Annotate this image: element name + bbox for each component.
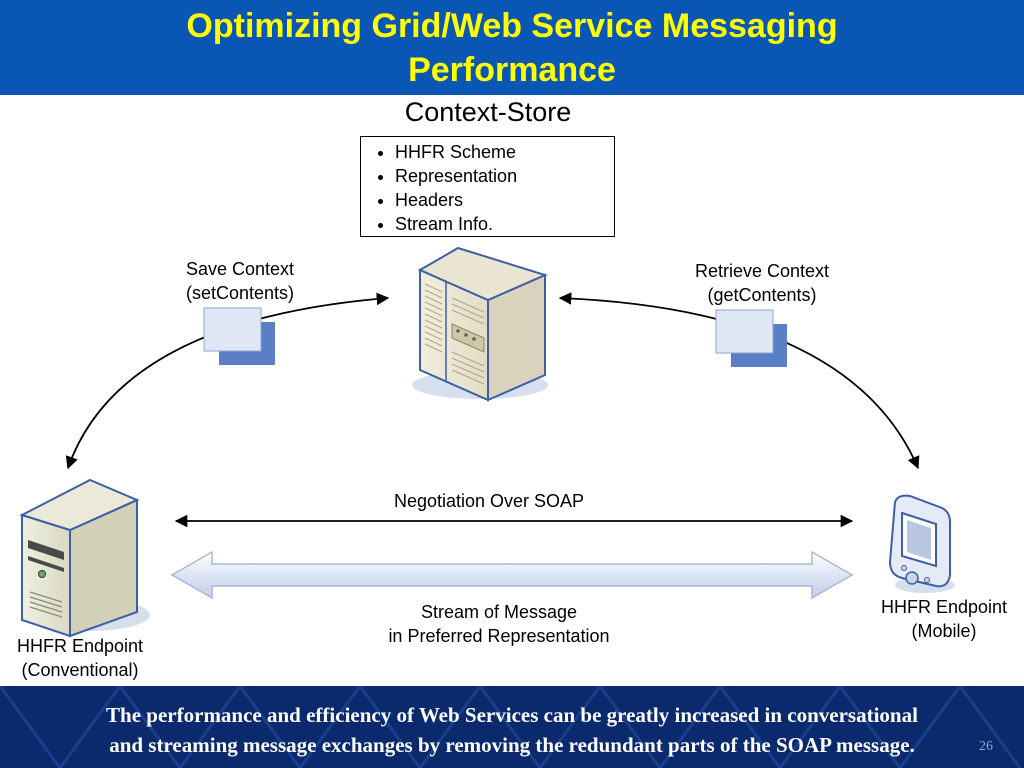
slide-title: Optimizing Grid/Web Service Messaging Pe…	[0, 4, 1024, 92]
save-context-label: Save Context (setContents)	[150, 257, 330, 305]
page-number: 26	[979, 739, 993, 754]
slide-title-line-1: Optimizing Grid/Web Service Messaging	[186, 7, 838, 45]
save-context-label-line-1: Save Context	[185, 259, 295, 279]
context-store-item-list: HHFR Scheme Representation Headers Strea…	[361, 137, 614, 236]
footer-pattern	[0, 686, 1022, 768]
retrieve-context-label-line-2: (getContents)	[707, 285, 817, 305]
retrieve-message-icon	[715, 309, 787, 367]
footer-banner: The performance and efficiency of Web Se…	[0, 686, 1024, 768]
title-bar: Optimizing Grid/Web Service Messaging Pe…	[0, 0, 1024, 95]
stream-arrow	[170, 550, 854, 600]
pda-device-icon	[888, 494, 955, 593]
retrieve-context-arrow	[558, 292, 920, 470]
context-store-contents-box: HHFR Scheme Representation Headers Strea…	[360, 136, 615, 237]
stream-label-line-1: Stream of Message	[420, 602, 578, 622]
save-context-arrow	[65, 292, 390, 470]
context-store-item: Headers	[395, 188, 614, 212]
negotiation-label: Negotiation Over SOAP	[393, 491, 585, 511]
footer-summary-text: The performance and efficiency of Web Se…	[0, 700, 1024, 760]
server-tower-icon	[412, 246, 548, 402]
retrieve-context-label-line-1: Retrieve Context	[694, 261, 830, 281]
save-context-label-line-2: (setContents)	[185, 283, 295, 303]
footer-text-line-1: The performance and efficiency of Web Se…	[106, 703, 918, 727]
context-store-item: Representation	[395, 164, 614, 188]
context-store-item: HHFR Scheme	[395, 140, 614, 164]
context-store-label: Context-Store	[404, 97, 572, 127]
architecture-diagram	[19, 246, 955, 638]
desktop-tower-icon	[19, 478, 150, 638]
stream-label-line-2: in Preferred Representation	[388, 626, 610, 646]
mobile-endpoint-label: HHFR Endpoint (Mobile)	[864, 595, 1024, 643]
mobile-endpoint-label-line-1: HHFR Endpoint	[880, 597, 1008, 617]
conventional-endpoint-label: HHFR Endpoint (Conventional)	[0, 634, 160, 682]
mobile-endpoint-label-line-2: (Mobile)	[911, 621, 977, 641]
retrieve-context-label: Retrieve Context (getContents)	[662, 259, 862, 307]
stream-label: Stream of Message in Preferred Represent…	[339, 600, 659, 648]
slide-title-line-2: Performance	[408, 51, 616, 89]
context-store-item: Stream Info.	[395, 212, 614, 236]
conventional-endpoint-label-line-2: (Conventional)	[21, 660, 139, 680]
save-message-icon	[203, 307, 275, 365]
conventional-endpoint-label-line-1: HHFR Endpoint	[16, 636, 144, 656]
footer-text-line-2: and streaming message exchanges by remov…	[109, 733, 915, 757]
